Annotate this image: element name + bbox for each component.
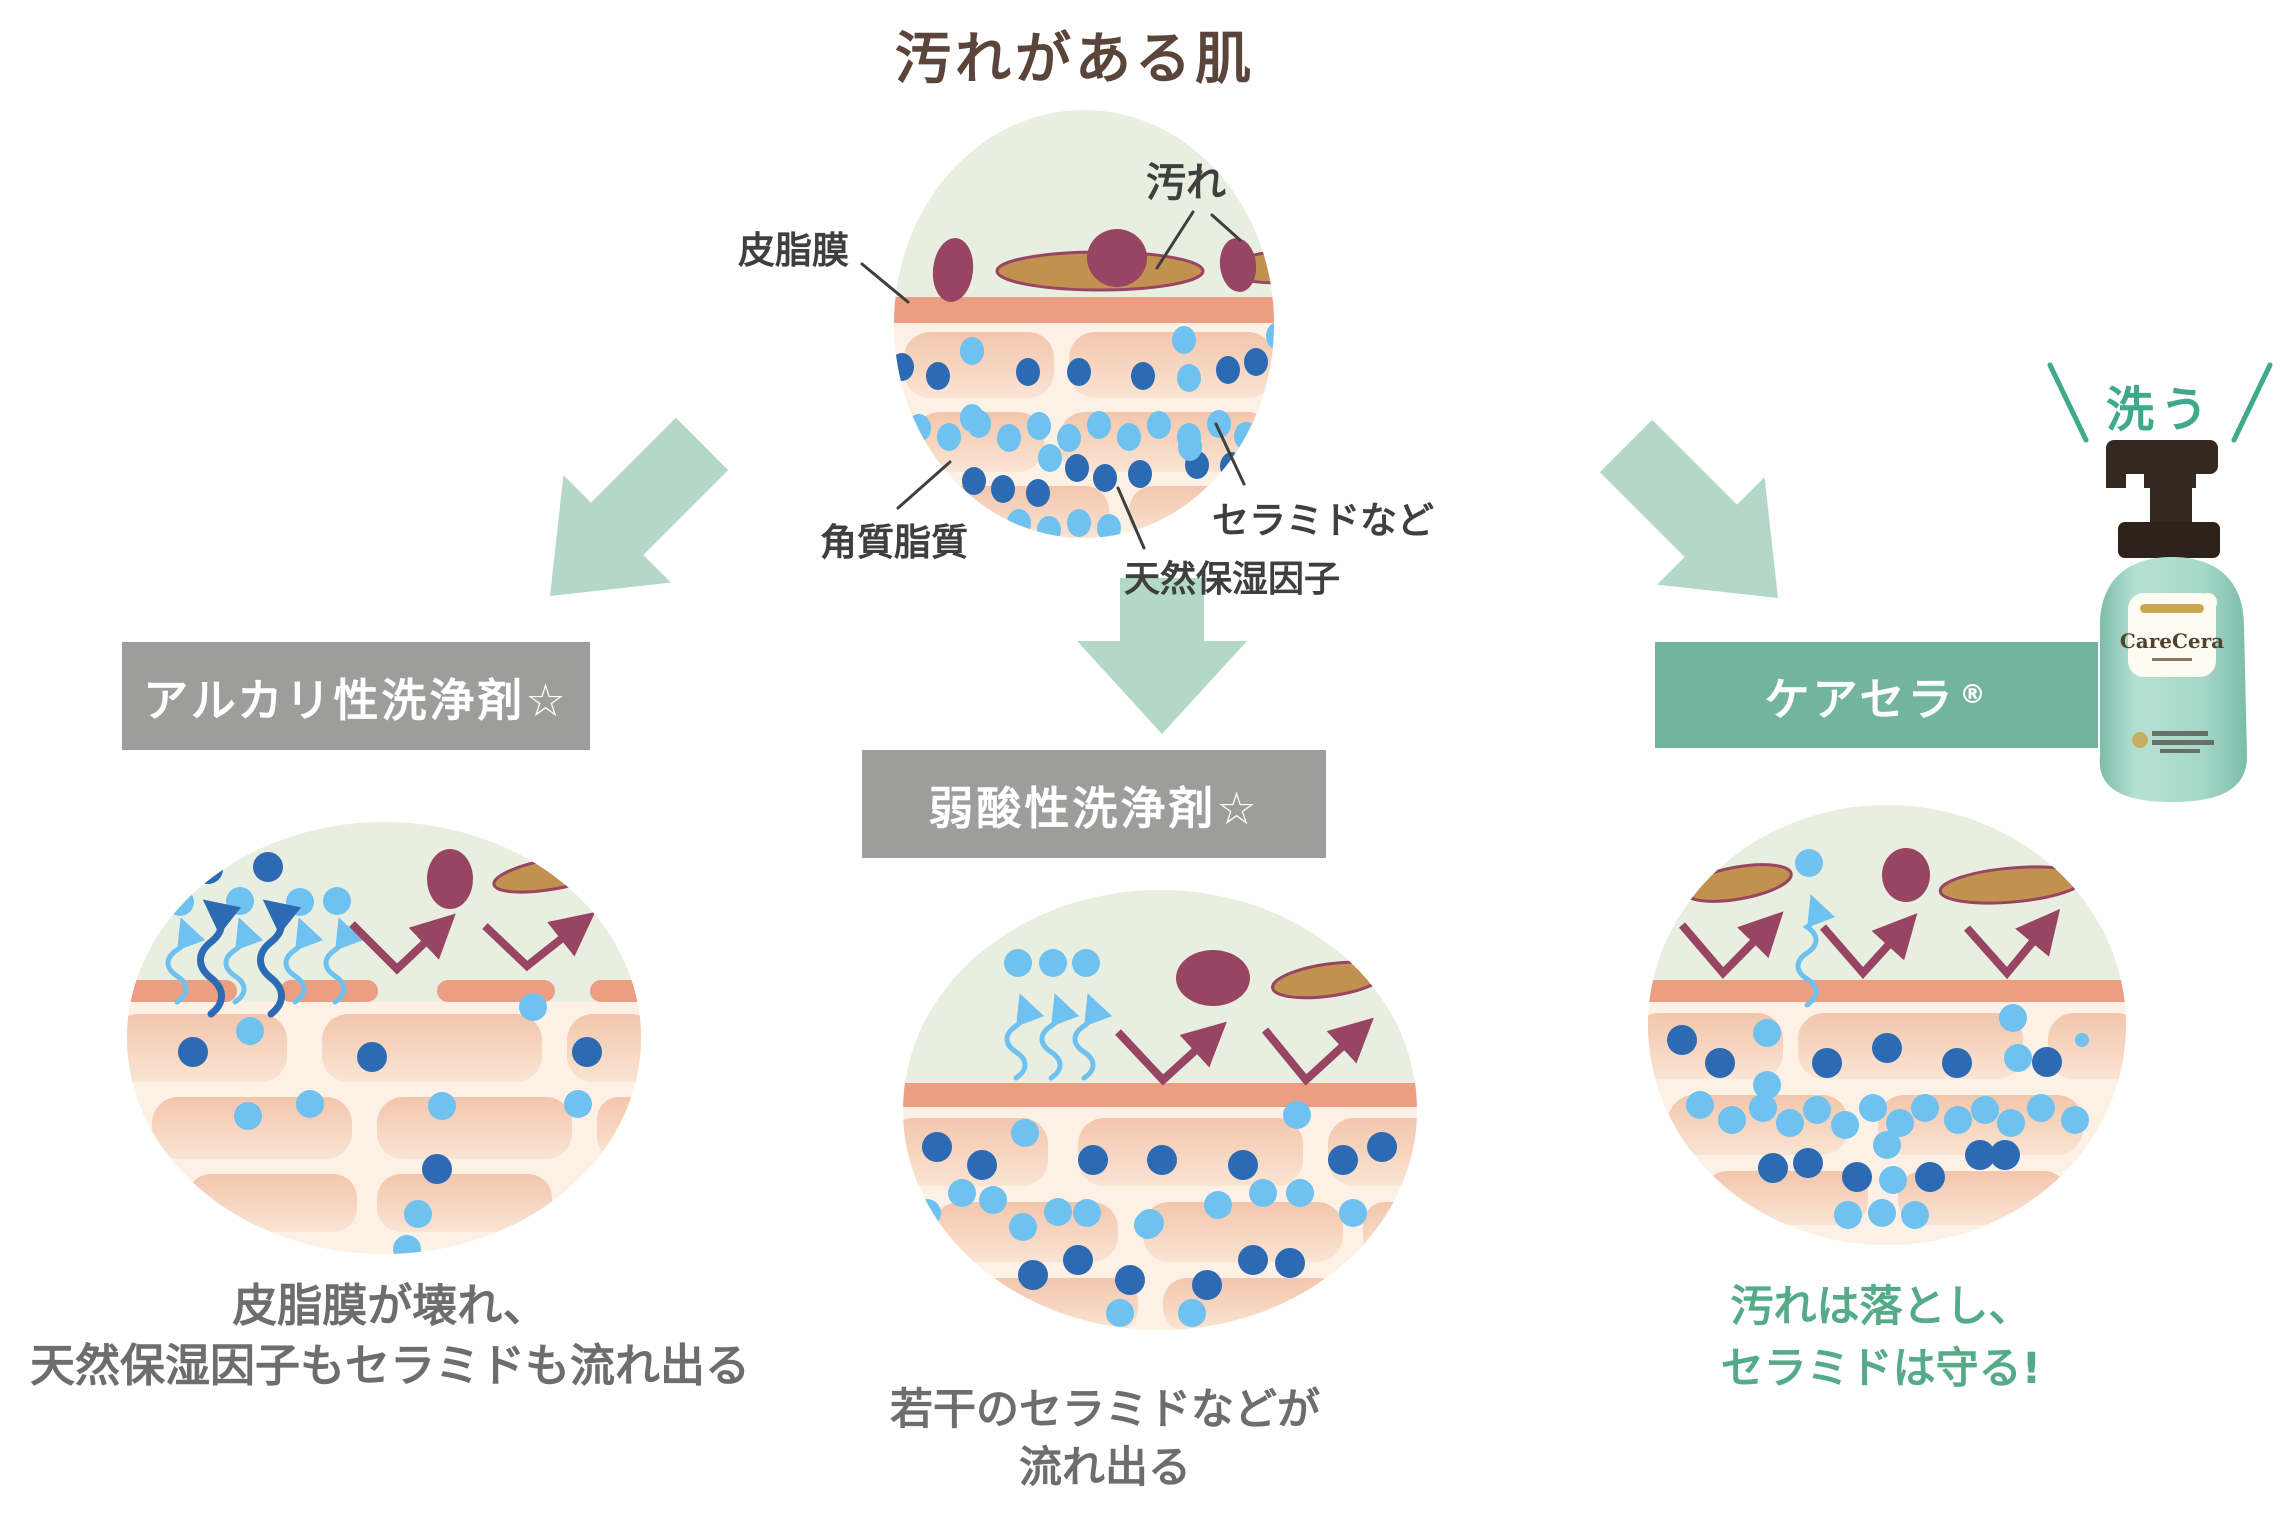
leak-arrows xyxy=(165,899,364,1018)
registered-mark: ® xyxy=(1959,680,1989,710)
alkaline-caption-line1: 皮脂膜が壊れ、 xyxy=(232,1279,548,1332)
label-dirt: 汚れ xyxy=(1146,160,1226,206)
alkaline-cleanser-badge: アルカリ性洗浄剤☆ xyxy=(122,642,590,750)
product-name-text: CareCera xyxy=(2120,629,2224,653)
sebum-film-band xyxy=(903,1083,1417,1107)
leak-arrows xyxy=(1004,993,1113,1081)
escaping-dots xyxy=(1795,849,1823,877)
alkaline-result-diagram xyxy=(127,822,641,1254)
dirt-bounce-arrows xyxy=(349,912,596,975)
label-nmf: 天然保湿因子 xyxy=(1124,559,1341,600)
dirt-blobs xyxy=(1176,950,1387,1006)
weak-acid-caption-line2: 流れ出る xyxy=(1019,1443,1191,1493)
dirt-blobs xyxy=(932,229,1274,302)
bottle-label: CareCera xyxy=(2120,593,2224,677)
dirt-bounce-arrows xyxy=(1678,908,2061,980)
pump-head xyxy=(2106,440,2220,558)
alkaline-caption-line2: 天然保湿因子もセラミドも流れ出る xyxy=(29,1339,750,1392)
carecera-badge-label: ケアセラ xyxy=(1764,672,1956,726)
sebum-film-band xyxy=(894,297,1274,323)
weak-acid-caption: 若干のセラミドなどが 流れ出る xyxy=(855,1381,1355,1497)
sebum-film-band xyxy=(1648,980,2126,1002)
label-ceramides: セラミドなど xyxy=(1212,499,1434,542)
label-sebum-film: 皮脂膜 xyxy=(738,229,849,272)
carecera-caption: 汚れは落とし、 セラミドは守る! xyxy=(1631,1276,2131,1400)
carecera-badge: ケアセラ® xyxy=(1655,642,2098,748)
weak-acid-cleanser-badge: 弱酸性洗浄剤☆ xyxy=(862,750,1326,858)
bottle-lower-label xyxy=(2132,731,2214,753)
arrow-to-alkaline xyxy=(550,417,729,596)
carecera-product-bottle: CareCera xyxy=(2099,440,2247,802)
arrow-to-carecera xyxy=(1599,419,1778,598)
weak-acid-result-diagram xyxy=(903,890,1417,1330)
page-title: 汚れがある肌 xyxy=(895,27,1255,92)
carecera-caption-line2: セラミドは守る! xyxy=(1720,1344,2042,1394)
alkaline-caption: 皮脂膜が壊れ、 天然保湿因子もセラミドも流れ出る xyxy=(0,1276,780,1396)
escaping-dots xyxy=(1004,949,1100,977)
remaining-dots xyxy=(178,993,602,1254)
label-stratum-lipids: 角質脂質 xyxy=(820,521,968,564)
carecera-result-diagram xyxy=(1648,805,2126,1245)
protected-dots xyxy=(1667,1004,2089,1229)
alkaline-badge-label: アルカリ性洗浄剤☆ xyxy=(143,673,569,727)
leak-arrows xyxy=(1795,894,1836,1008)
weak-acid-badge-label: 弱酸性洗浄剤☆ xyxy=(928,781,1260,835)
carecera-caption-line1: 汚れは落とし、 xyxy=(1730,1282,2032,1332)
wash-label: 洗う xyxy=(2105,382,2214,438)
weak-acid-caption-line1: 若干のセラミドなどが xyxy=(890,1385,1320,1435)
dirt-bounce-arrows xyxy=(1115,1017,1374,1086)
